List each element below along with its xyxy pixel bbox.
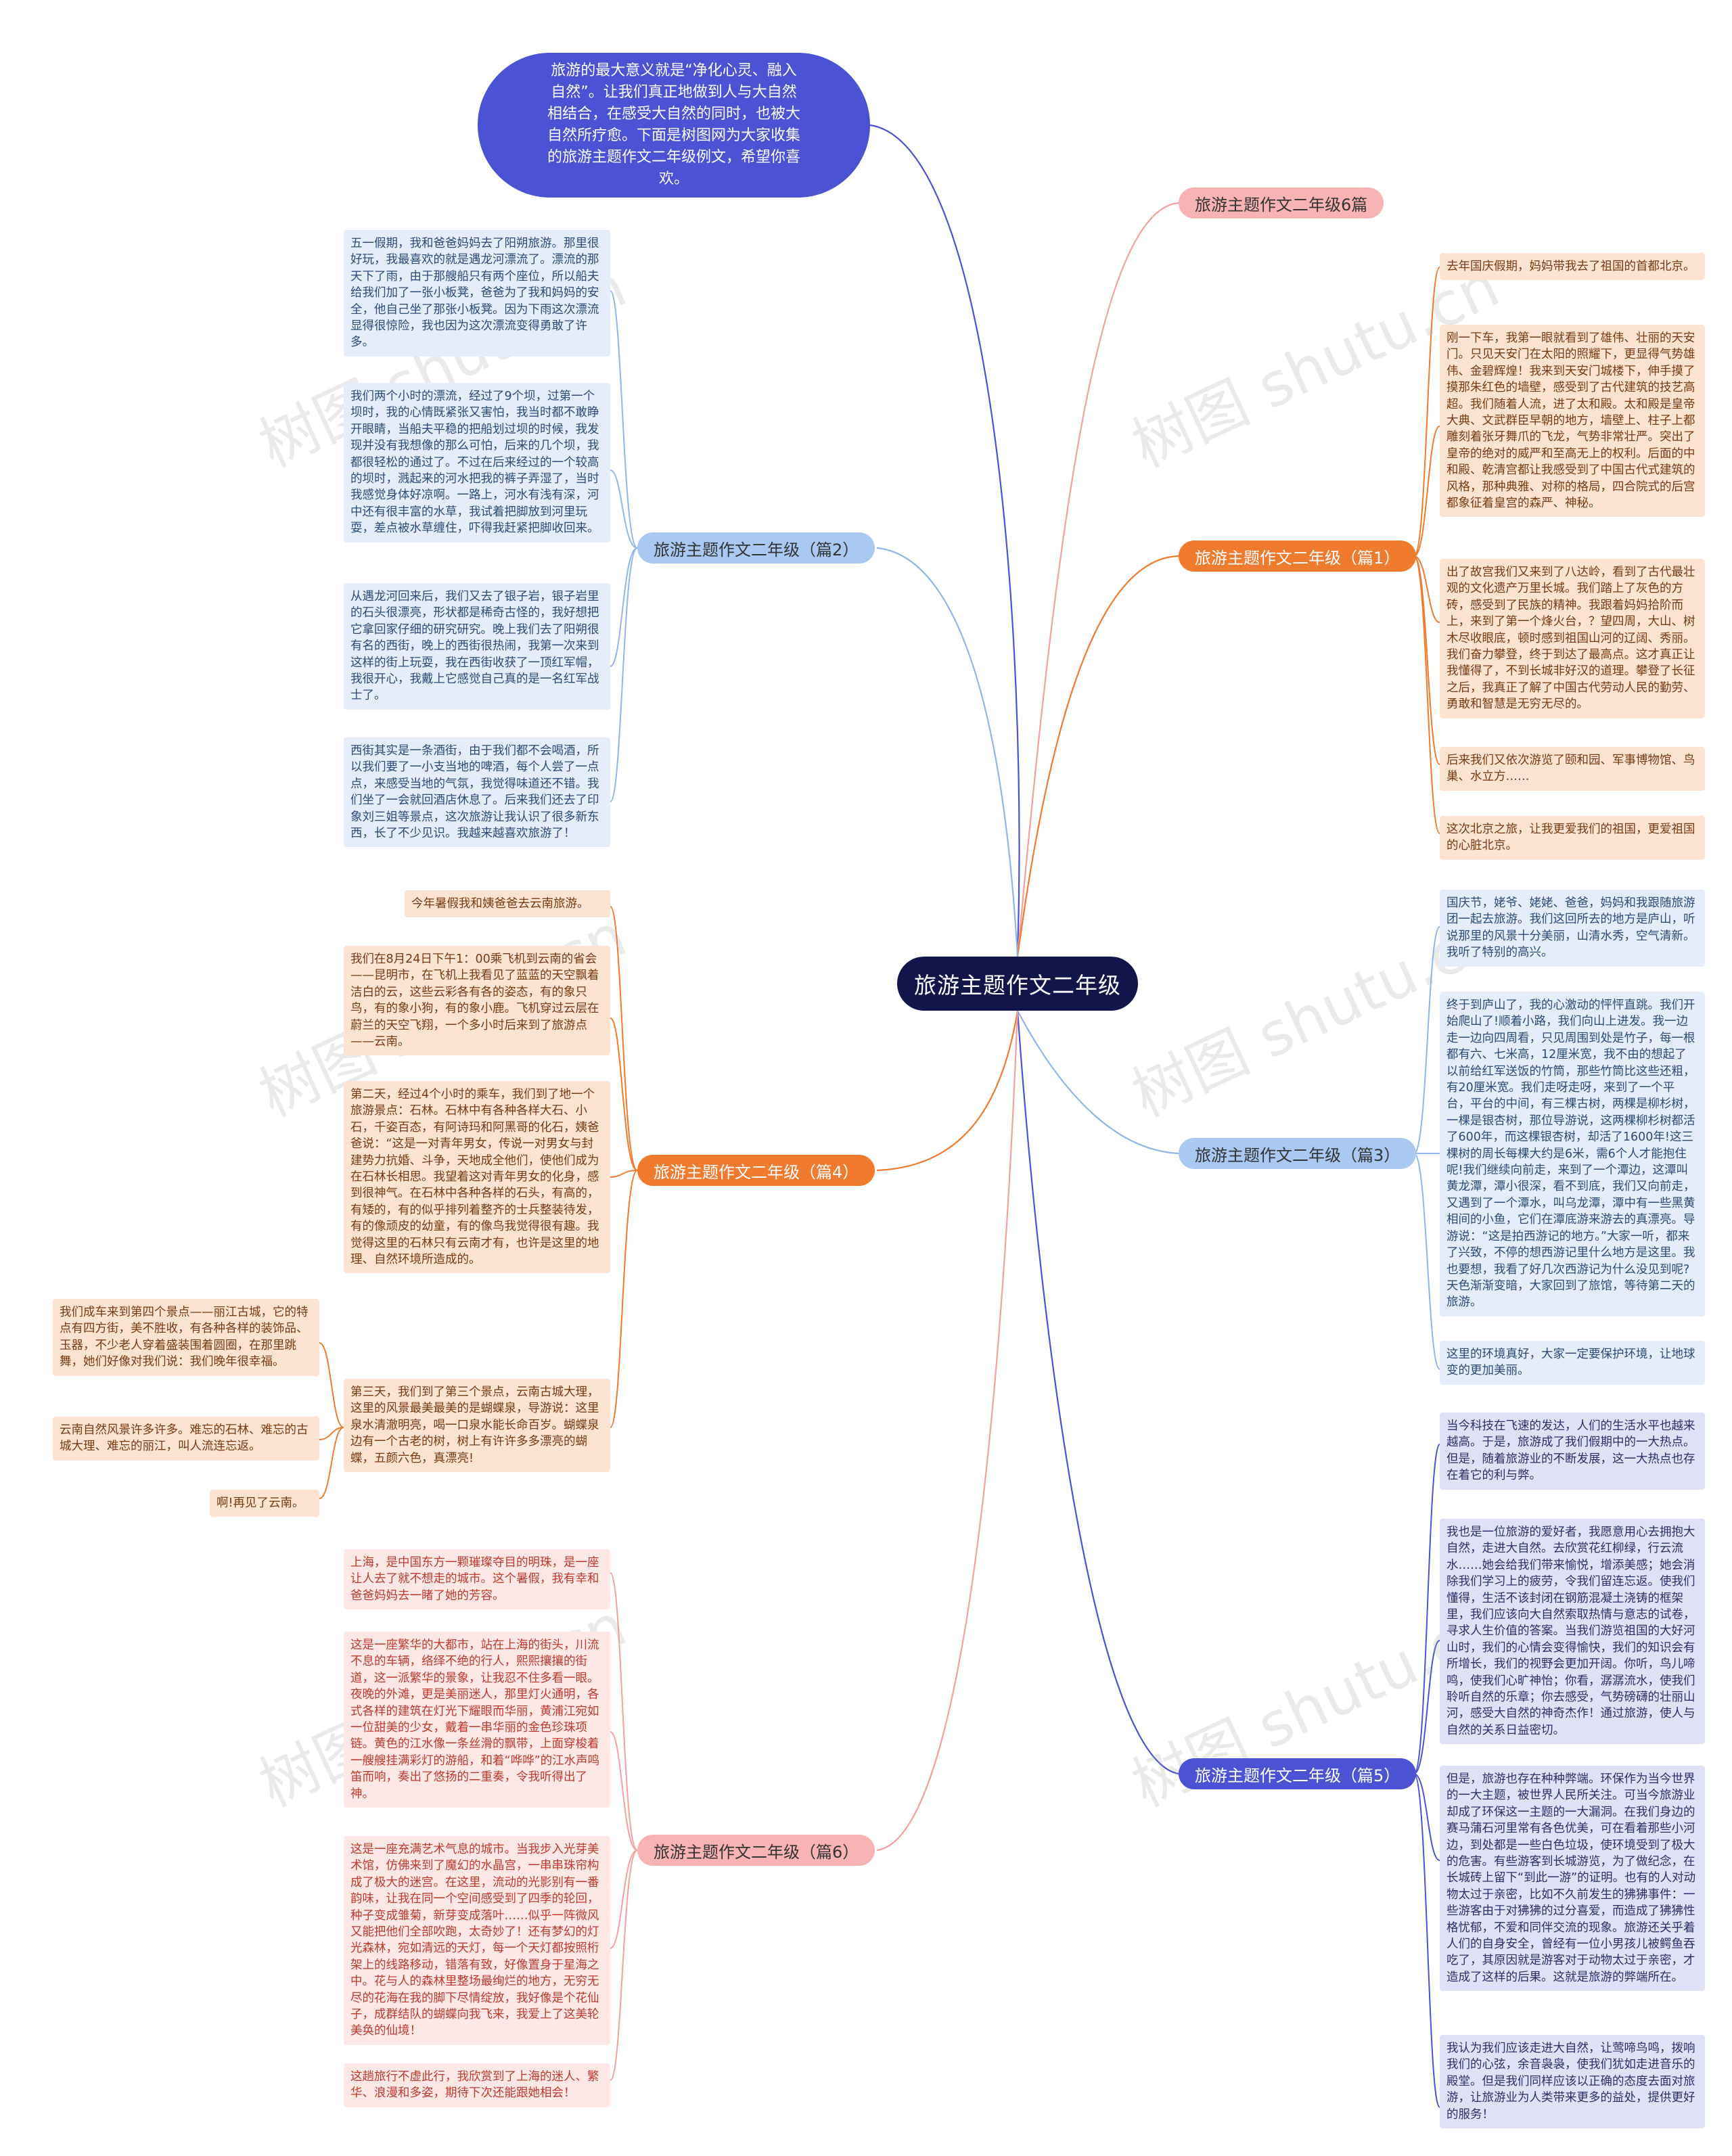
branch-essay-5[interactable]: 旅游主题作文二年级（篇5） [1179,1758,1417,1789]
essay-1-paragraph[interactable]: 出了故宫我们又来到了八达岭，看到了古代最壮观的文化遗产万里长城。我们踏上了灰色的… [1440,559,1705,718]
essay-5-paragraph[interactable]: 当今科技在飞速的发达，人们的生活水平也越来越高。于是，旅游成了我们假期中的一大热… [1440,1413,1705,1490]
branch-essay-4[interactable]: 旅游主题作文二年级（篇4） [637,1155,875,1186]
essay-1-paragraph[interactable]: 后来我们又依次游览了颐和园、军事博物馆、鸟巢、水立方…… [1440,747,1705,791]
essay-4-sub-paragraph[interactable]: 啊!再见了云南。 [210,1490,319,1517]
essay-2-paragraph[interactable]: 我们两个小时的漂流，经过了9个坝，过第一个坝时，我的心情既紧张又害怕，我当时都不… [344,383,610,543]
essay-1-paragraph[interactable]: 这次北京之旅，让我更爱我们的祖国，更爱祖国的心脏北京。 [1440,816,1705,860]
essay-1-paragraph[interactable]: 刚一下车，我第一眼就看到了雄伟、壮丽的天安门。只见天安门在太阳的照耀下，更显得气… [1440,325,1705,518]
essay-6-paragraph[interactable]: 上海，是中国东方一颗璀璨夺目的明珠，是一座让人去了就不想走的城市。这个暑假，我有… [344,1549,610,1610]
essay-2-paragraph[interactable]: 五一假期，我和爸爸妈妈去了阳朔旅游。那里很好玩，我最喜欢的就是遇龙河漂流了。漂流… [344,230,610,357]
essay-1-paragraph[interactable]: 去年国庆假期，妈妈带我去了祖国的首都北京。 [1440,253,1705,281]
essay-6-paragraph[interactable]: 这是一座繁华的大都市，站在上海的街头，川流不息的车辆，络绎不绝的行人，熙熙攘攘的… [344,1632,610,1808]
branch-essay-3[interactable]: 旅游主题作文二年级（篇3） [1179,1138,1417,1169]
essay-4-paragraph[interactable]: 今年暑假我和姨爸爸去云南旅游。 [405,890,610,918]
central-topic[interactable]: 旅游主题作文二年级 [897,957,1138,1011]
intro-node[interactable]: 旅游的最大意义就是“净化心灵、融入自然”。让我们真正地做到人与大自然相结合，在感… [478,53,870,198]
essay-4-sub-paragraph[interactable]: 云南自然风景许多许多。难忘的石林、难忘的古城大理、难忘的丽江，叫人流连忘返。 [53,1417,319,1461]
branch-essay-1[interactable]: 旅游主题作文二年级（篇1） [1179,541,1417,572]
intro-text: 旅游的最大意义就是“净化心灵、融入自然”。让我们真正地做到人与大自然相结合，在感… [547,62,800,187]
essay-4-paragraph[interactable]: 我们在8月24日下午1：00乘飞机到云南的省会——昆明市，在飞机上我看见了蓝蓝的… [344,946,610,1056]
essay-2-paragraph[interactable]: 从遇龙河回来后，我们又去了银子岩，银子岩里的石头很漂亮，形状都是稀奇古怪的，我好… [344,583,610,710]
essay-3-paragraph[interactable]: 国庆节，姥爷、姥姥、爸爸，妈妈和我跟随旅游团一起去旅游。我们这回所去的地方是庐山… [1440,890,1705,967]
essay-4-paragraph[interactable]: 第三天，我们到了第三个景点，云南古城大理，这里的风景最美最美的是蝴蝶泉，导游说：… [344,1379,610,1473]
essay-3-paragraph[interactable]: 终于到庐山了，我的心激动的怦怦直跳。我们开始爬山了!顺着小路，我们向山上进发。我… [1440,992,1705,1316]
essay-6-paragraph[interactable]: 这是一座充满艺术气息的城市。当我步入光芽美术馆，仿佛来到了魔幻的水晶宫，一串串珠… [344,1836,610,2045]
branch-summary[interactable]: 旅游主题作文二年级6篇 [1179,187,1384,219]
essay-5-paragraph[interactable]: 我也是一位旅游的爱好者，我愿意用心去拥抱大自然，走进大自然。去欣赏花红柳绿，行云… [1440,1519,1705,1745]
branch-essay-2[interactable]: 旅游主题作文二年级（篇2） [637,532,875,564]
branch-essay-6[interactable]: 旅游主题作文二年级（篇6） [637,1835,875,1866]
essay-5-paragraph[interactable]: 但是，旅游也存在种种弊端。环保作为当今世界的一大主题，被世界人民所关注。可当今旅… [1440,1766,1705,1992]
essay-2-paragraph[interactable]: 西街其实是一条酒街，由于我们都不会喝酒，所以我们要了一小支当地的啤酒，每个人尝了… [344,737,610,848]
essay-4-paragraph[interactable]: 第二天，经过4个小时的乘车，我们到了地一个旅游景点：石林。石林中有各种各样大石、… [344,1081,610,1274]
essay-5-paragraph[interactable]: 我认为我们应该走进大自然，让莺啼鸟鸣，拨响我们的心弦，余音袅袅，使我们犹如走进音… [1440,2035,1705,2129]
essay-6-paragraph[interactable]: 这趟旅行不虚此行，我欣赏到了上海的迷人、繁华、浪漫和多姿，期待下次还能跟她相会！ [344,2063,610,2107]
essay-4-sub-paragraph[interactable]: 我们成车来到第四个景点——丽江古城，它的特点有四方街，美不胜收，有各种各样的装饰… [53,1299,319,1376]
essay-3-paragraph[interactable]: 这里的环境真好，大家一定要保护环境，让地球变的更加美丽。 [1440,1341,1705,1385]
